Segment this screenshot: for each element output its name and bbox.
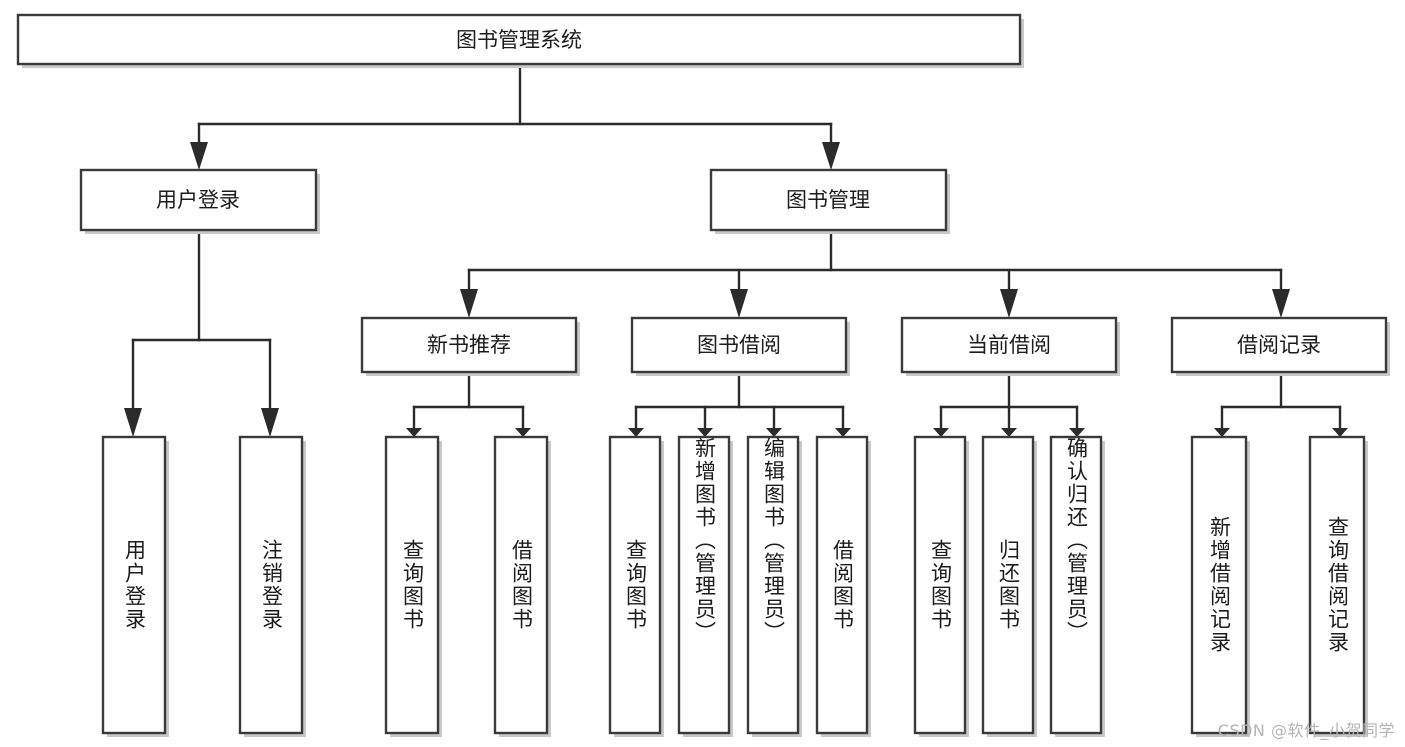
user-login-box[interactable] bbox=[79, 168, 318, 232]
arrow-to-leaf-11 bbox=[1069, 428, 1085, 437]
leaf-13-box[interactable] bbox=[1308, 435, 1366, 735]
leaf-7-box[interactable] bbox=[746, 435, 800, 735]
node-borrow-record[interactable]: 借阅记录 bbox=[1170, 316, 1390, 376]
root-label: 图书管理系统 bbox=[456, 28, 582, 52]
arrow-to-leaf-8 bbox=[835, 428, 851, 437]
leaf-5-box[interactable] bbox=[608, 435, 662, 735]
arrow-to-leaf-3 bbox=[406, 428, 422, 437]
arrow-to-leaf-6 bbox=[697, 428, 713, 437]
node-book-borrow[interactable]: 图书借阅 bbox=[630, 316, 850, 376]
leaf-9-box[interactable] bbox=[913, 435, 967, 735]
leaf-6-box[interactable] bbox=[677, 435, 731, 735]
arrow-to-leaf-1 bbox=[124, 408, 142, 437]
node-current-borrow[interactable]: 当前借阅 bbox=[900, 316, 1120, 376]
leaf-12-box[interactable] bbox=[1190, 435, 1248, 735]
borrow-record-label: 借阅记录 bbox=[1237, 333, 1321, 357]
node-new-book-rec[interactable]: 新书推荐 bbox=[360, 316, 580, 376]
arrow-to-user-login bbox=[190, 142, 208, 170]
arrow-to-current-borrow bbox=[1000, 289, 1018, 318]
arrow-to-book-borrow bbox=[730, 289, 748, 318]
arrow-to-leaf-9 bbox=[933, 428, 949, 437]
current-borrow-box[interactable] bbox=[900, 316, 1118, 374]
arrow-to-leaf-10 bbox=[1001, 428, 1017, 437]
leaf-2-box[interactable] bbox=[238, 435, 304, 735]
book-manage-box[interactable] bbox=[709, 168, 948, 232]
node-user-login[interactable]: 用户登录 bbox=[79, 168, 320, 234]
arrow-to-leaf-7 bbox=[766, 428, 782, 437]
book-manage-label: 图书管理 bbox=[786, 188, 870, 212]
arrow-to-leaf-2 bbox=[261, 408, 279, 437]
arrow-to-borrow-record bbox=[1272, 289, 1290, 318]
leaf-1-box[interactable] bbox=[101, 435, 167, 735]
leaf-10-box[interactable] bbox=[981, 435, 1035, 735]
leaf-boxes bbox=[101, 435, 1368, 737]
leaf-8-box[interactable] bbox=[815, 435, 869, 735]
node-root[interactable]: 图书管理系统 bbox=[16, 13, 1024, 68]
arrow-to-leaf-4 bbox=[515, 428, 531, 437]
book-borrow-label: 图书借阅 bbox=[697, 333, 781, 357]
new-book-rec-box[interactable] bbox=[360, 316, 578, 374]
borrow-record-box[interactable] bbox=[1170, 316, 1388, 374]
leaf-11-box[interactable] bbox=[1049, 435, 1103, 735]
leaf-3-box[interactable] bbox=[384, 435, 440, 735]
arrow-to-leaf-13 bbox=[1332, 428, 1348, 437]
node-book-manage[interactable]: 图书管理 bbox=[709, 168, 950, 234]
current-borrow-label: 当前借阅 bbox=[967, 333, 1051, 357]
arrow-to-new-book-rec bbox=[460, 289, 478, 318]
connector-lines bbox=[131, 65, 1342, 430]
user-login-label: 用户登录 bbox=[156, 188, 240, 212]
arrow-to-leaf-12 bbox=[1214, 428, 1230, 437]
leaf-4-box[interactable] bbox=[493, 435, 549, 735]
csdn-watermark: CSDN @软件_小贺同学 bbox=[1217, 721, 1395, 740]
new-book-rec-label: 新书推荐 bbox=[427, 333, 511, 357]
arrow-heads bbox=[124, 142, 1348, 437]
arrow-to-leaf-5 bbox=[628, 428, 644, 437]
root-box[interactable] bbox=[16, 13, 1022, 66]
book-borrow-box[interactable] bbox=[630, 316, 848, 374]
arrow-to-book-manage bbox=[822, 142, 840, 170]
